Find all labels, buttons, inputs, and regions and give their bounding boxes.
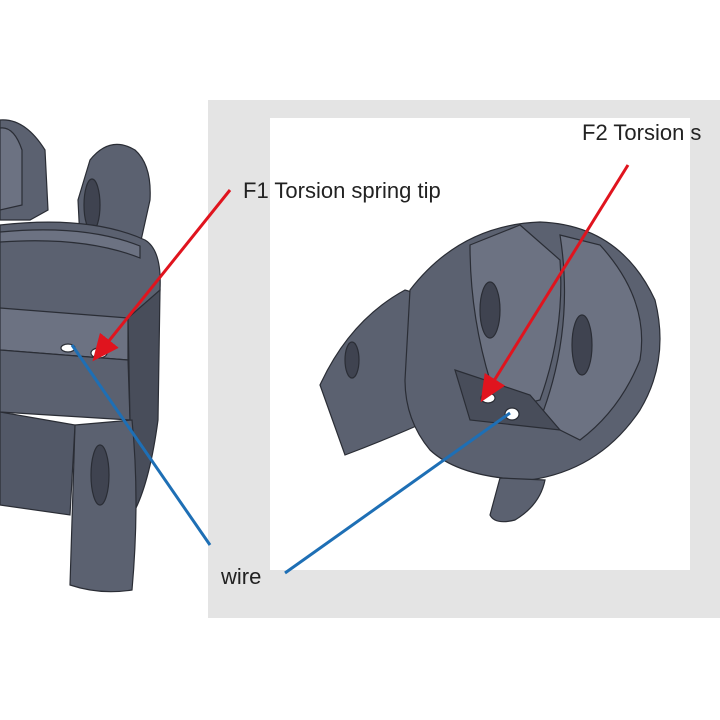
label-f2: F2 Torsion s xyxy=(582,120,701,145)
label-wire: wire xyxy=(220,564,261,589)
right-part-illustration xyxy=(319,221,661,523)
arrow-wire-left xyxy=(70,344,212,546)
arrow-f2 xyxy=(480,164,630,403)
label-f1: F1 Torsion spring tip xyxy=(243,178,441,203)
arrow-f1 xyxy=(92,189,232,362)
arrow-wire-right xyxy=(284,411,511,575)
